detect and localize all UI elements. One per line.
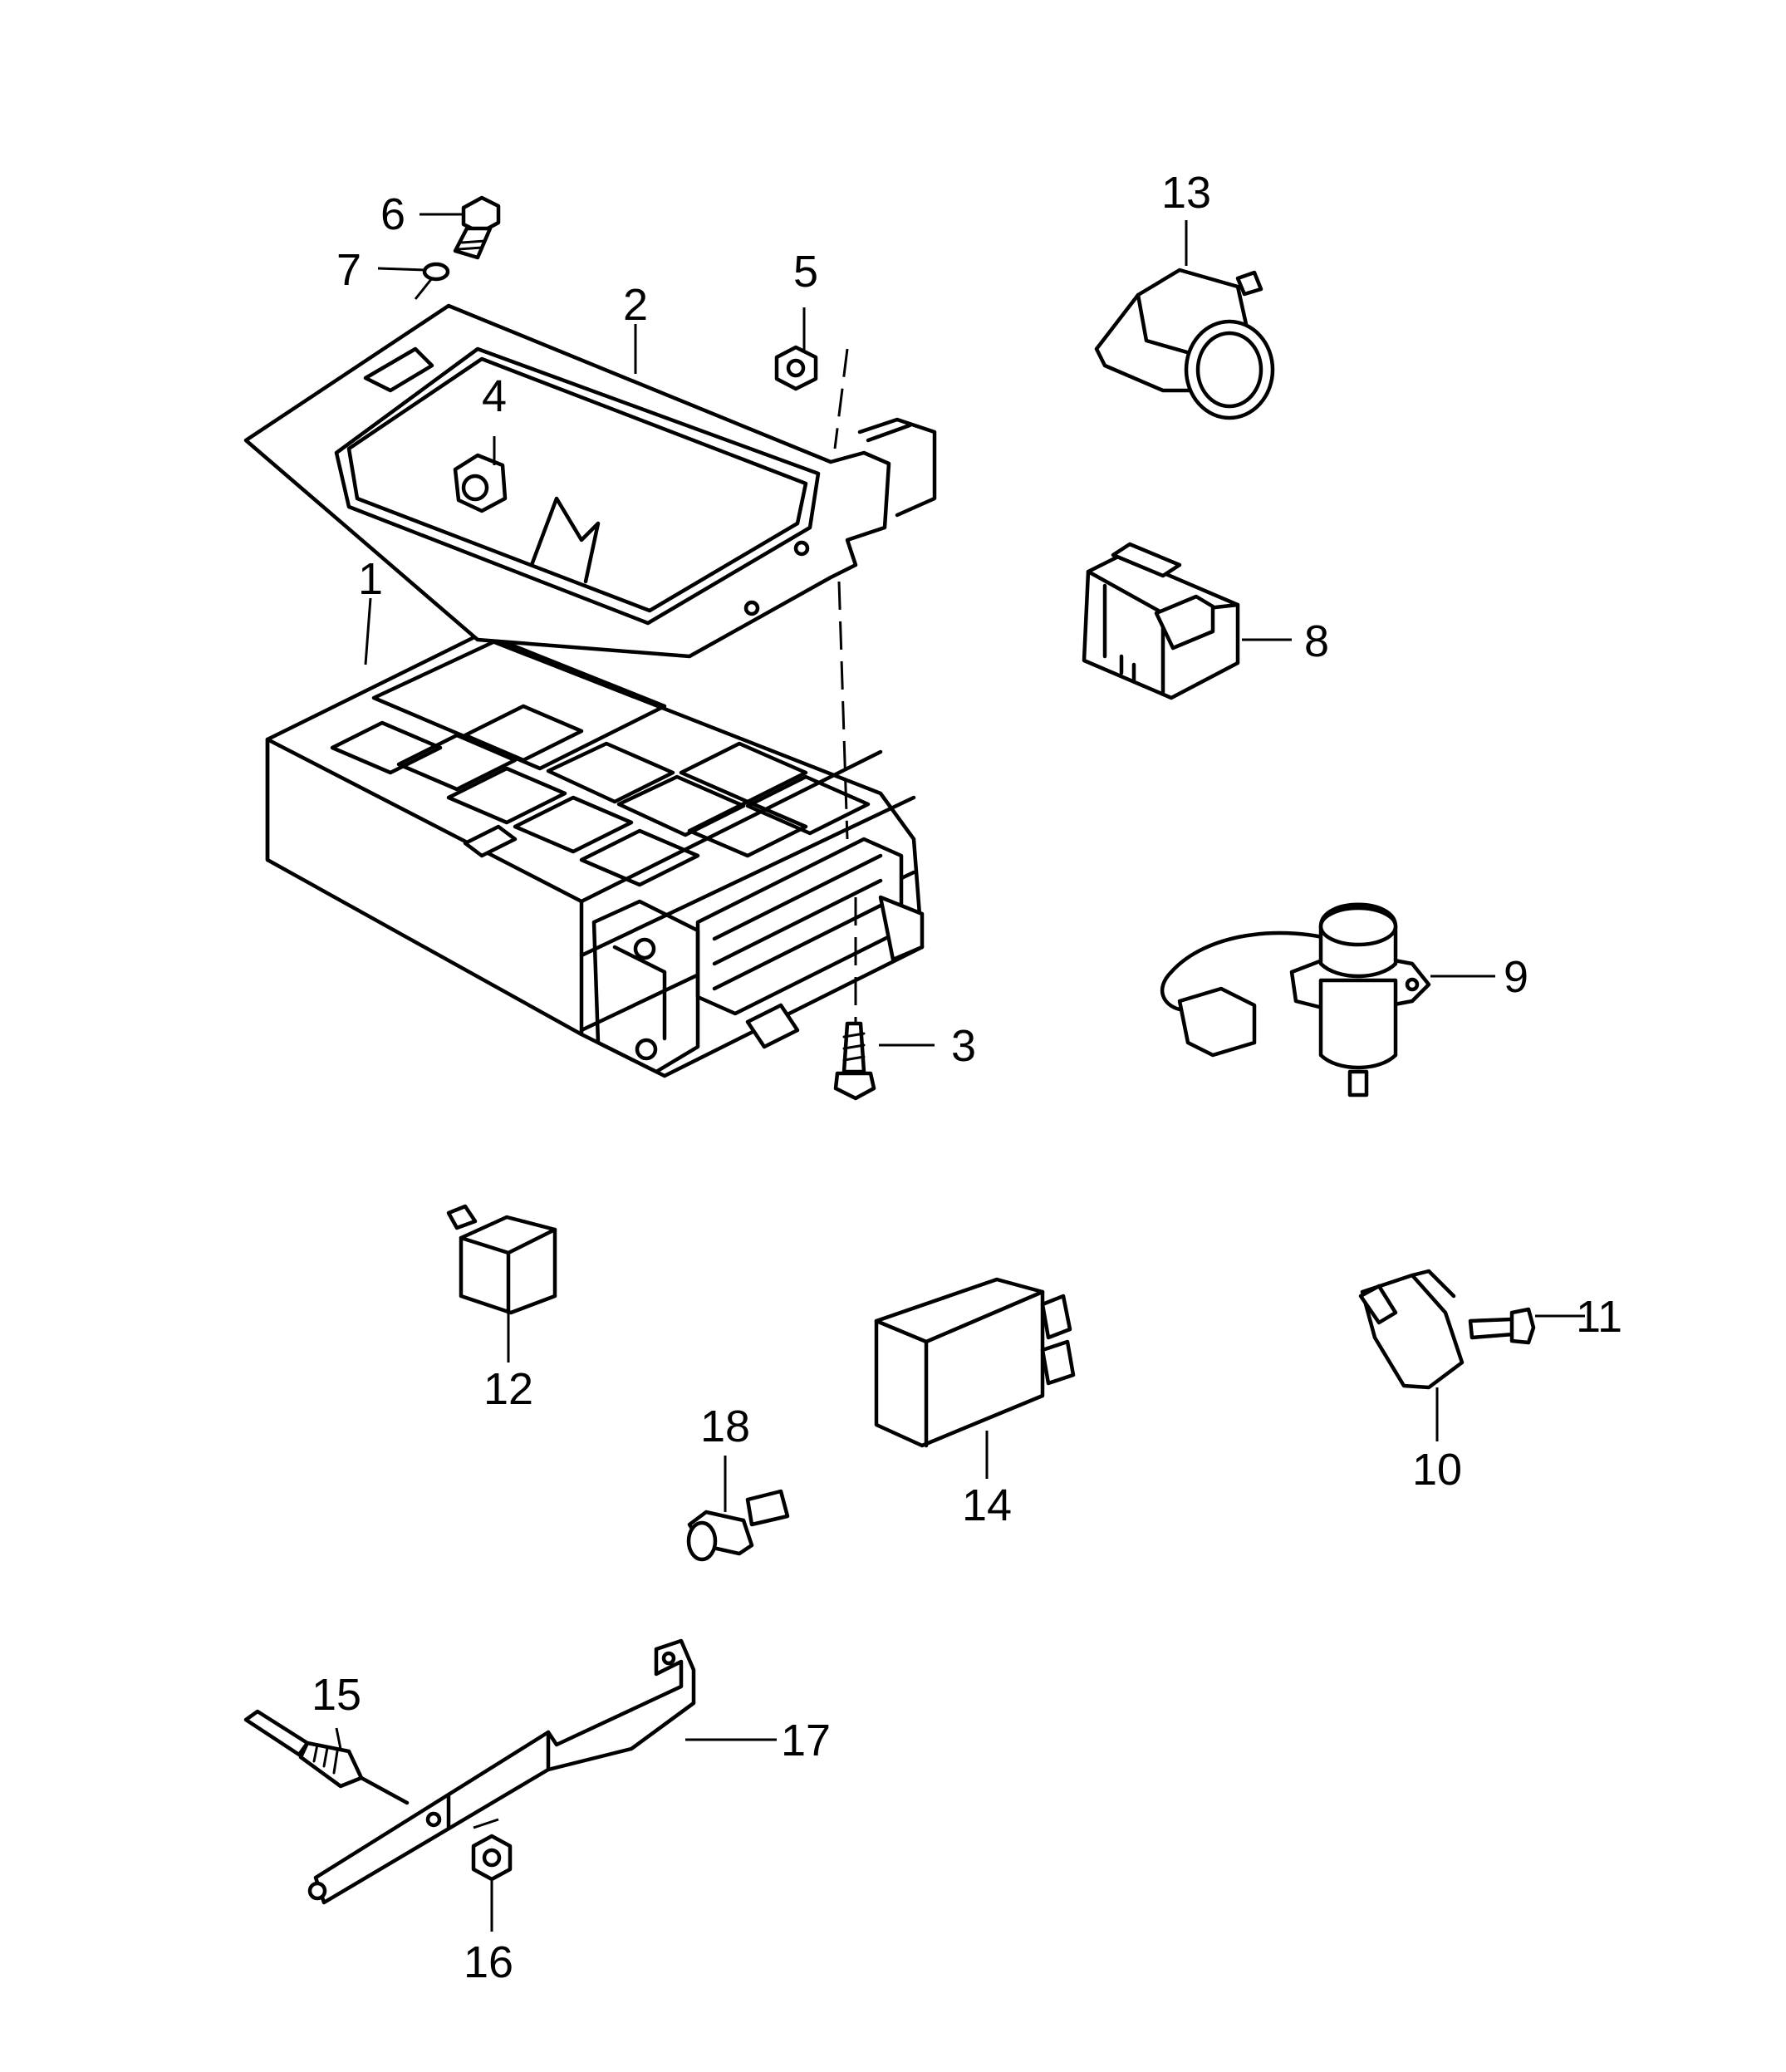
callout-9: 9 <box>1504 952 1528 1002</box>
callout-11: 11 <box>1576 1292 1622 1342</box>
part-2-bracket <box>243 303 937 659</box>
callout-18: 18 <box>700 1402 750 1451</box>
callout-7: 7 <box>336 245 361 295</box>
part-18-switch <box>686 1489 790 1562</box>
part-6-bolt <box>453 195 501 260</box>
part-15-glow-plug <box>243 1709 410 1805</box>
callout-8: 8 <box>1304 616 1329 666</box>
part-14-relay <box>874 1277 1076 1448</box>
part-9-valve <box>1160 902 1431 1097</box>
callout-4: 4 <box>482 371 507 421</box>
part-3-screw <box>833 1021 876 1101</box>
part-13-housing <box>1094 268 1275 420</box>
callout-1: 1 <box>358 554 383 604</box>
callout-5: 5 <box>793 247 818 297</box>
part-7-washer <box>422 262 450 282</box>
part-11-bolt <box>1468 1307 1536 1345</box>
callout-13: 13 <box>1161 168 1211 218</box>
callout-6: 6 <box>380 189 405 239</box>
part-1-control-unit <box>265 633 925 1078</box>
callout-2: 2 <box>623 280 648 330</box>
part-17-strap <box>307 1638 696 1905</box>
part-4-grommet <box>453 453 508 513</box>
part-8-relay-holder <box>1082 542 1240 700</box>
part-10-sensor <box>1358 1269 1465 1390</box>
callout-10: 10 <box>1412 1445 1462 1495</box>
callout-17: 17 <box>781 1716 831 1765</box>
callout-16: 16 <box>464 1937 513 1987</box>
callout-14: 14 <box>962 1480 1012 1530</box>
callout-15: 15 <box>312 1670 361 1720</box>
part-12-relay <box>446 1204 557 1315</box>
part-16-nut <box>471 1834 513 1882</box>
callout-3: 3 <box>951 1021 976 1071</box>
part-5-nut <box>774 345 818 391</box>
callout-12: 12 <box>483 1364 533 1414</box>
